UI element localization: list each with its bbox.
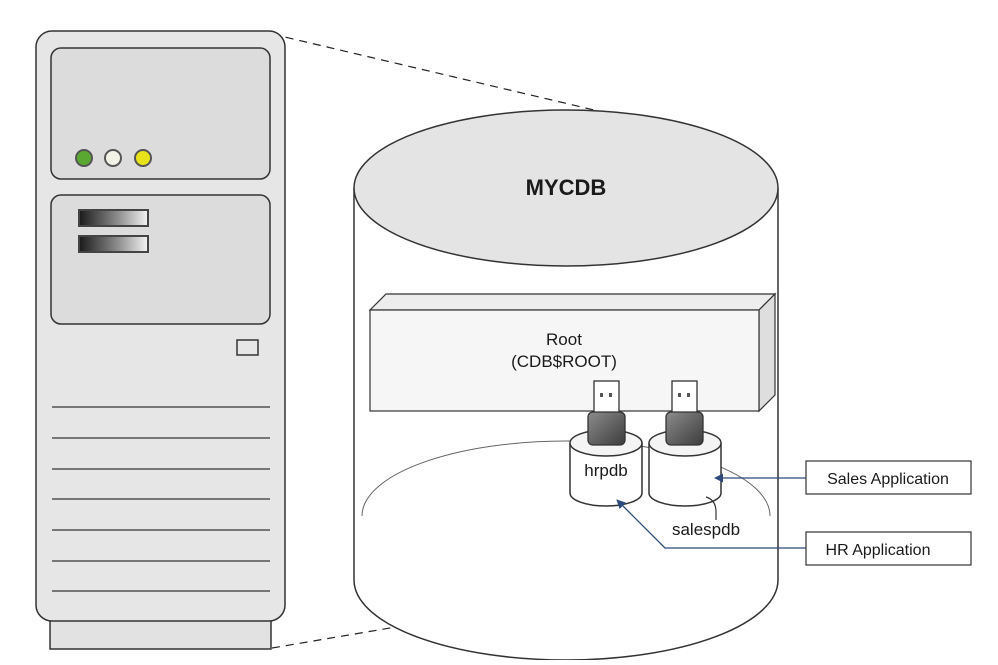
drive-bay-icon: [78, 209, 149, 227]
server-top-panel: [50, 47, 271, 180]
usb-plug-icon: [665, 380, 704, 446]
hr-application-label: HR Application: [826, 542, 931, 559]
cdb-inner-bottom-arc: [361, 440, 771, 517]
pdb-salespdb: salespdb: [648, 380, 740, 539]
zoom-lines: [271, 33, 646, 649]
root-container: Root (CDB$ROOT): [368, 292, 777, 413]
root-label: Root: [546, 330, 582, 349]
pdb-cylinder-body: [648, 443, 722, 507]
usb-plug-icon: [587, 380, 626, 446]
sales-application-box: Sales Application: [805, 460, 972, 495]
pdb-label-salespdb: salespdb: [672, 520, 740, 539]
application-arrows: [616, 473, 806, 549]
pdb-label-hrpdb: hrpdb: [584, 461, 627, 480]
server-tower-icon: [35, 30, 286, 650]
cdb-name: MYCDB: [526, 175, 607, 200]
drive-bay-icon: [78, 235, 149, 253]
vent-lines: [52, 406, 270, 592]
pdb-cylinder-body: [569, 443, 643, 507]
server-drive-panel: [50, 194, 271, 325]
power-led-icon: [75, 149, 93, 167]
root-sublabel: (CDB$ROOT): [511, 352, 617, 371]
activity-led-icon: [134, 149, 152, 167]
salespdb-label-leader: [705, 496, 717, 520]
power-button-icon: [236, 339, 259, 356]
sales-application-label: Sales Application: [827, 471, 949, 488]
pdb-hrpdb: hrpdb: [569, 380, 643, 507]
hr-application-box: HR Application: [805, 531, 972, 566]
cdb-cylinder-top: [353, 109, 779, 267]
status-led-icon: [104, 149, 122, 167]
hr-app-arrow: [616, 499, 806, 549]
